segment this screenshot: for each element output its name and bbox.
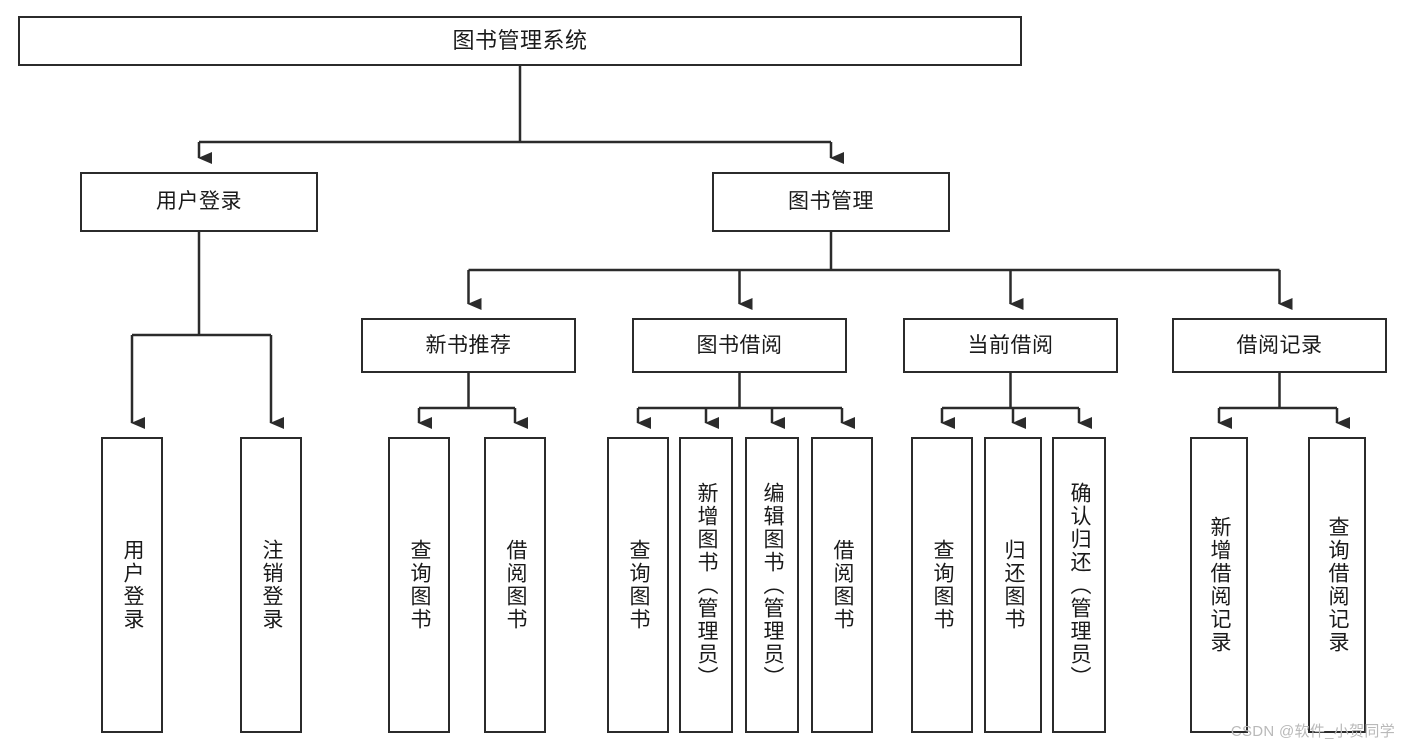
node-label: 图书借阅 [696,333,783,357]
node-book-borrow[interactable]: 图书借阅 [632,318,847,373]
watermark-text: CSDN @软件_小贺同学 [1230,723,1395,740]
node-label: 用户登录 [121,539,145,631]
leaf-edit-book-admin[interactable]: 编辑图书（管理员） [745,437,799,733]
node-label: 借阅记录 [1236,333,1323,357]
leaf-confirm-return-admin[interactable]: 确认归还（管理员） [1052,437,1106,733]
node-new-book-recommend[interactable]: 新书推荐 [361,318,576,373]
node-label: 新增图书（管理员） [695,481,719,689]
leaf-query-book-1[interactable]: 查询图书 [388,437,450,733]
node-user-login[interactable]: 用户登录 [80,172,318,232]
leaf-user-login[interactable]: 用户登录 [101,437,163,733]
node-label: 查询图书 [931,539,955,631]
node-label: 注销登录 [260,539,284,631]
leaf-query-book-2[interactable]: 查询图书 [607,437,669,733]
leaf-query-borrow-record[interactable]: 查询借阅记录 [1308,437,1366,733]
node-label: 查询图书 [408,539,432,631]
leaf-query-book-3[interactable]: 查询图书 [911,437,973,733]
node-label: 新增借阅记录 [1208,516,1232,654]
node-label: 借阅图书 [504,539,528,631]
leaf-borrow-book-1[interactable]: 借阅图书 [484,437,546,733]
node-borrow-record[interactable]: 借阅记录 [1172,318,1387,373]
node-current-borrow[interactable]: 当前借阅 [903,318,1118,373]
node-label: 确认归还（管理员） [1068,481,1092,689]
node-label: 图书管理系统 [452,28,588,54]
node-label: 新书推荐 [425,333,512,357]
node-label: 当前借阅 [967,333,1054,357]
leaf-return-book[interactable]: 归还图书 [984,437,1042,733]
leaf-add-borrow-record[interactable]: 新增借阅记录 [1190,437,1248,733]
node-label: 借阅图书 [831,539,855,631]
node-book-manage[interactable]: 图书管理 [712,172,950,232]
node-root[interactable]: 图书管理系统 [18,16,1022,66]
node-label: 查询图书 [627,539,651,631]
node-label: 归还图书 [1002,539,1026,631]
leaf-add-book-admin[interactable]: 新增图书（管理员） [679,437,733,733]
leaf-borrow-book-2[interactable]: 借阅图书 [811,437,873,733]
node-label: 查询借阅记录 [1326,516,1350,654]
node-label: 用户登录 [156,190,242,214]
node-label: 图书管理 [788,190,874,214]
node-label: 编辑图书（管理员） [761,481,785,689]
leaf-logout[interactable]: 注销登录 [240,437,302,733]
